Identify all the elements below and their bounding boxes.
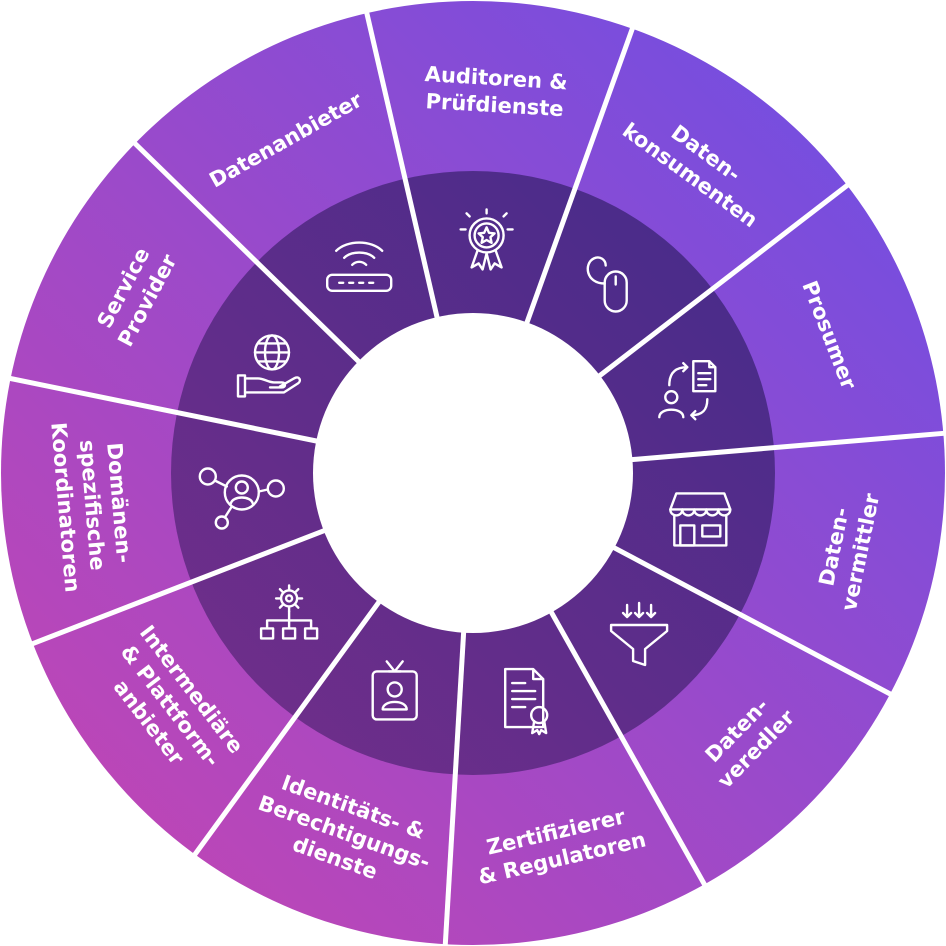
computer-mouse-icon	[586, 256, 628, 313]
segment-divider	[630, 430, 946, 463]
segment-divider	[548, 609, 708, 888]
funnel-icon	[609, 601, 669, 667]
id-badge-icon	[371, 660, 418, 721]
network-person-icon	[198, 467, 286, 530]
segment-icons	[198, 208, 732, 736]
segment-divider	[363, 10, 440, 320]
segment-divider	[523, 25, 636, 326]
segment-divider	[596, 182, 851, 379]
segment-divider	[191, 599, 382, 858]
certificate-document-icon	[504, 667, 549, 736]
segment-dividers	[8, 10, 946, 946]
center-circle	[313, 313, 633, 633]
gear-hierarchy-icon	[259, 584, 319, 640]
person-document-exchange-icon	[658, 360, 717, 421]
segment-divider	[131, 140, 362, 365]
globe-hand-icon	[236, 334, 302, 398]
storefront-icon	[669, 492, 732, 547]
segment-divider	[30, 527, 327, 647]
wifi-router-icon	[326, 241, 393, 292]
segment-divider	[442, 630, 467, 946]
segment-divider	[611, 544, 894, 698]
award-medal-icon	[459, 208, 514, 271]
segment-divider	[8, 375, 319, 444]
